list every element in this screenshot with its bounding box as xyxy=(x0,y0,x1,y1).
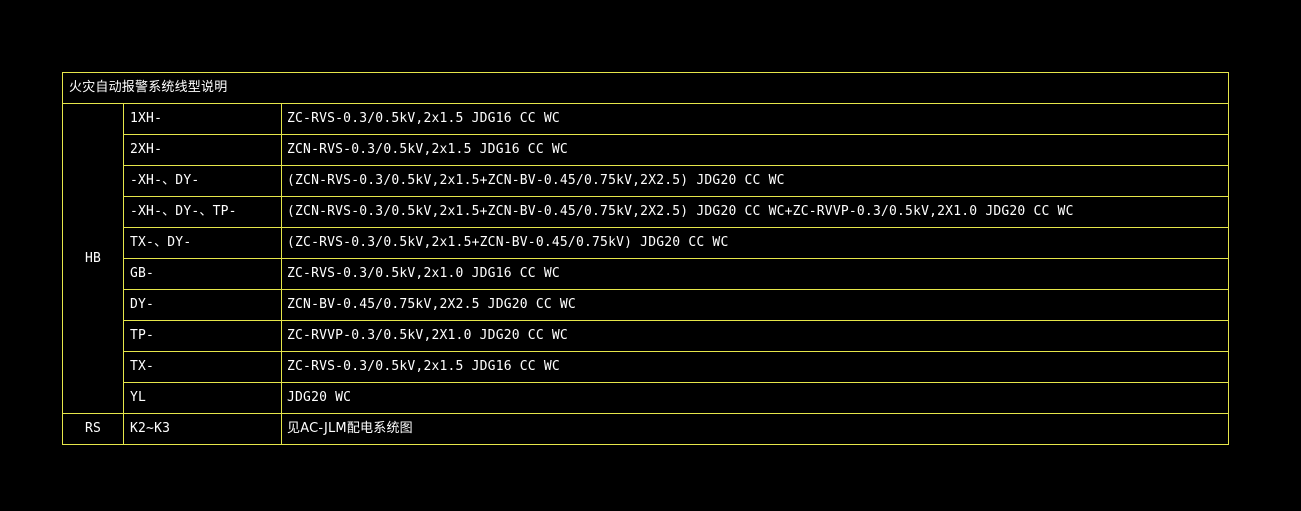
line-spec: (ZCN-RVS-0.3/0.5kV,2x1.5+ZCN-BV-0.45/0.7… xyxy=(280,165,1230,197)
line-code: 2XH- xyxy=(123,134,282,166)
table-row: TP- ZC-RVVP-0.3/0.5kV,2X1.0 JDG20 CC WC xyxy=(63,320,1230,352)
table-row: HB 1XH- ZC-RVS-0.3/0.5kV,2x1.5 JDG16 CC … xyxy=(62,103,1230,414)
line-spec: ZC-RVS-0.3/0.5kV,2x1.0 JDG16 CC WC xyxy=(280,258,1230,290)
line-spec: ZC-RVVP-0.3/0.5kV,2X1.0 JDG20 CC WC xyxy=(280,320,1230,352)
line-spec: (ZC-RVS-0.3/0.5kV,2x1.5+ZCN-BV-0.45/0.75… xyxy=(280,227,1230,259)
table-title: 火灾自动报警系统线型说明 xyxy=(61,72,1230,104)
line-spec: ZCN-RVS-0.3/0.5kV,2x1.5 JDG16 CC WC xyxy=(280,134,1230,166)
line-spec: ZCN-BV-0.45/0.75kV,2X2.5 JDG20 CC WC xyxy=(280,289,1230,321)
line-code: TX-、DY- xyxy=(123,227,282,259)
table-row: RS K2~K3 见AC-JLM配电系统图 xyxy=(62,413,1230,445)
line-spec: 见AC-JLM配电系统图 xyxy=(280,413,1230,445)
line-spec: ZC-RVS-0.3/0.5kV,2x1.5 JDG16 CC WC xyxy=(280,351,1230,383)
line-code: TX- xyxy=(123,351,282,383)
table-title-row: 火灾自动报警系统线型说明 xyxy=(61,72,1230,104)
table-row: -XH-、DY-、TP- (ZCN-RVS-0.3/0.5kV,2x1.5+ZC… xyxy=(63,196,1230,228)
table-row: 2XH- ZCN-RVS-0.3/0.5kV,2x1.5 JDG16 CC WC xyxy=(63,134,1230,166)
table-row: GB- ZC-RVS-0.3/0.5kV,2x1.0 JDG16 CC WC xyxy=(63,258,1230,290)
line-spec: ZC-RVS-0.3/0.5kV,2x1.5 JDG16 CC WC xyxy=(280,103,1230,135)
line-code: K2~K3 xyxy=(123,413,282,445)
line-code: 1XH- xyxy=(123,103,282,135)
group-label-rs: RS xyxy=(62,413,124,445)
line-code: -XH-、DY- xyxy=(123,165,282,197)
table-row: -XH-、DY- (ZCN-RVS-0.3/0.5kV,2x1.5+ZCN-BV… xyxy=(63,165,1230,197)
line-code: TP- xyxy=(123,320,282,352)
line-code: GB- xyxy=(123,258,282,290)
table-row: DY- ZCN-BV-0.45/0.75kV,2X2.5 JDG20 CC WC xyxy=(63,289,1230,321)
line-spec: JDG20 WC xyxy=(280,382,1230,414)
group-label-hb: HB xyxy=(62,103,124,414)
line-code: -XH-、DY-、TP- xyxy=(123,196,282,228)
line-spec: (ZCN-RVS-0.3/0.5kV,2x1.5+ZCN-BV-0.45/0.7… xyxy=(280,196,1230,228)
line-code: DY- xyxy=(123,289,282,321)
wiring-spec-table: 火灾自动报警系统线型说明 HB 1XH- ZC-RVS-0.3/0.5kV,2x… xyxy=(61,72,1230,445)
table-row: TX- ZC-RVS-0.3/0.5kV,2x1.5 JDG16 CC WC xyxy=(63,351,1230,383)
table-row: YL JDG20 WC xyxy=(63,382,1230,414)
table-row: TX-、DY- (ZC-RVS-0.3/0.5kV,2x1.5+ZCN-BV-0… xyxy=(63,227,1230,259)
line-code: YL xyxy=(123,382,282,414)
